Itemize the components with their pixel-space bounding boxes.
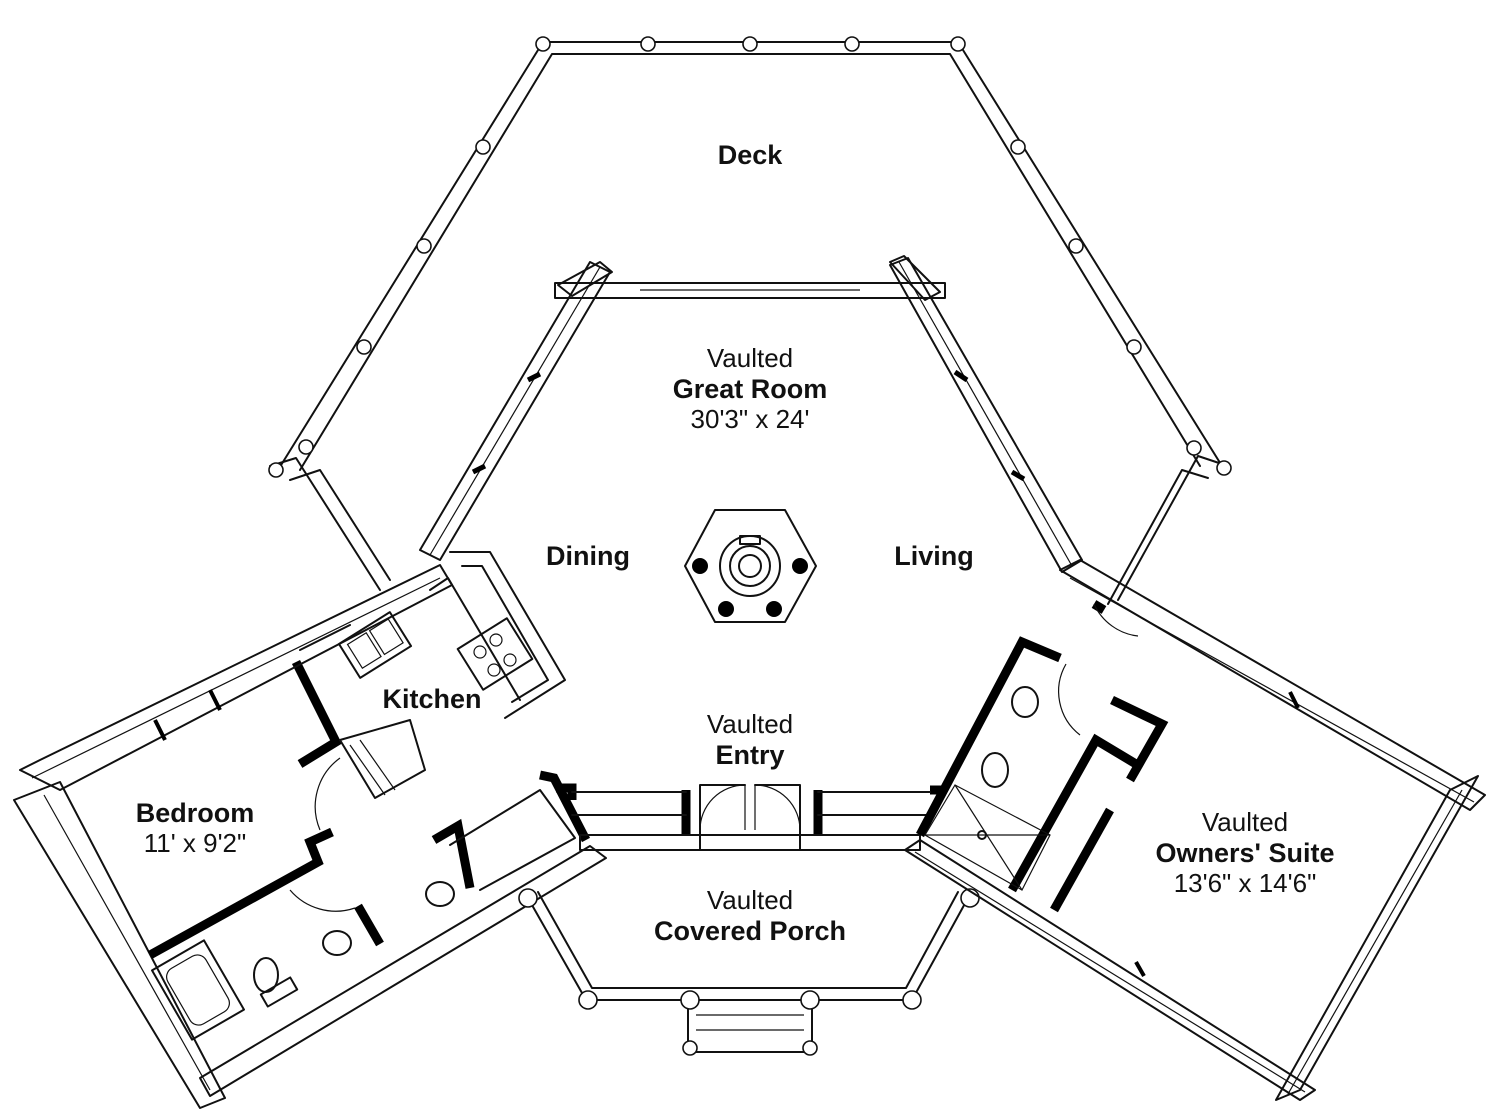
bedroom-walls: [13, 564, 607, 1109]
porch-name: Covered Porch: [653, 915, 847, 946]
door-swing-icon: [1093, 603, 1139, 637]
sink-icon: [322, 930, 352, 956]
door-swing-icon: [314, 757, 341, 831]
great-room-prefix: Vaulted: [706, 343, 794, 373]
deck-post-icon: [1186, 440, 1202, 456]
kitchen-walls: [291, 551, 566, 799]
deck-post-icon: [680, 990, 700, 1010]
deck-post-icon: [475, 139, 491, 155]
bedroom-label: Bedroom 11' x 9'2": [110, 798, 280, 859]
porch-prefix: Vaulted: [706, 885, 794, 915]
deck-post-icon: [844, 36, 860, 52]
deck-post-icon: [268, 462, 284, 478]
bathtub-icon: [151, 939, 245, 1041]
door-swing-icon: [1058, 663, 1081, 736]
deck-post-icon: [416, 238, 432, 254]
porch-railing: [518, 888, 980, 1056]
toilet-icon: [981, 752, 1009, 788]
deck-post-icon: [742, 36, 758, 52]
owners-suite-label: Vaulted Owners' Suite 13'6" x 14'6": [1125, 807, 1365, 899]
bedroom-size: 11' x 9'2": [143, 828, 247, 859]
deck-post-icon: [1010, 139, 1026, 155]
deck-post-icon: [578, 990, 598, 1010]
deck-post-icon: [535, 36, 551, 52]
deck-posts: [268, 36, 1232, 478]
sink-icon: [1011, 686, 1039, 718]
deck-label: Deck: [717, 140, 783, 170]
deck-post-icon: [518, 888, 538, 908]
sink-icon: [346, 631, 382, 670]
living-label: Living: [894, 541, 974, 571]
deck-post-icon: [1068, 238, 1084, 254]
porch-label: Vaulted Covered Porch: [610, 885, 890, 947]
owners-suite-prefix: Vaulted: [1201, 807, 1289, 837]
deck-post-icon: [1216, 460, 1232, 476]
deck-post-icon: [298, 439, 314, 455]
great-room-label: Vaulted Great Room 30'3" x 24': [600, 343, 900, 435]
cooktop-icon: [456, 617, 534, 691]
great-room-walls: [419, 255, 1083, 573]
deck-post-icon: [950, 36, 966, 52]
deck-post-icon: [902, 990, 922, 1010]
great-room-size: 30'3" x 24': [690, 403, 810, 434]
fireplace-icon: [684, 509, 817, 623]
entry-name: Entry: [715, 739, 785, 770]
entry-label: Vaulted Entry: [650, 709, 850, 771]
kitchen-label: Kitchen: [382, 684, 482, 714]
entry-prefix: Vaulted: [706, 709, 794, 739]
deck-post-icon: [682, 1040, 698, 1056]
owners-suite-walls: [904, 559, 1486, 1101]
owners-suite-name: Owners' Suite: [1155, 837, 1335, 868]
deck-post-icon: [1126, 339, 1142, 355]
deck-post-icon: [356, 339, 372, 355]
dining-label: Dining: [546, 541, 630, 571]
door-swing-icon: [699, 784, 746, 831]
deck-post-icon: [802, 1040, 818, 1056]
bedroom-name: Bedroom: [135, 798, 255, 828]
door-swing-icon: [754, 784, 801, 831]
entry-walls: [556, 783, 944, 851]
deck-railing: [269, 41, 1229, 605]
owners-suite-size: 13'6" x 14'6": [1173, 867, 1317, 898]
great-room-name: Great Room: [672, 373, 828, 404]
deck-post-icon: [800, 990, 820, 1010]
door-swing-icon: [289, 889, 356, 912]
deck-post-icon: [640, 36, 656, 52]
